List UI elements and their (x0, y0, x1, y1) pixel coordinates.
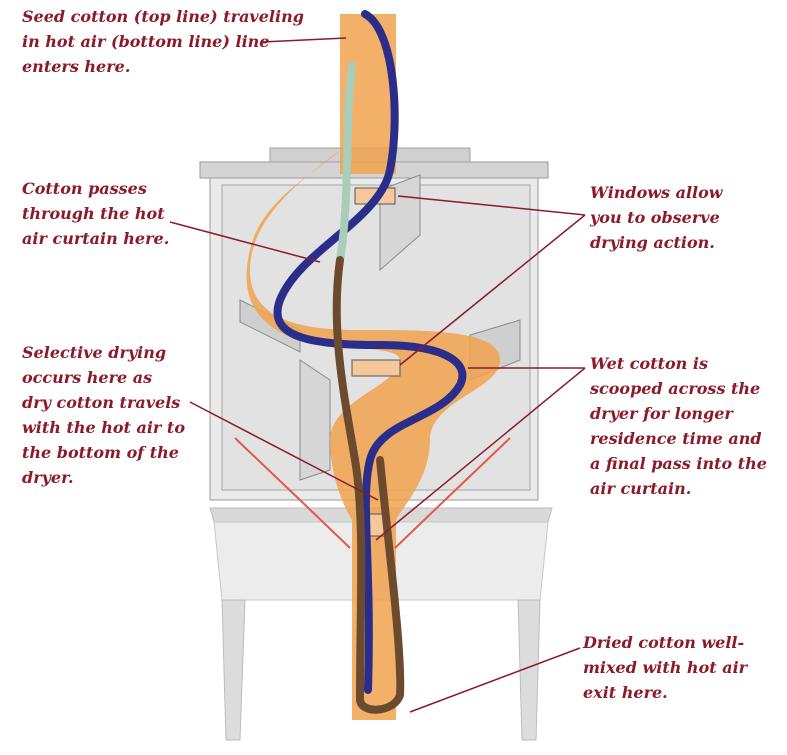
leader-lines (169, 37, 586, 713)
callout-wet: Wet cotton is scooped across the dryer f… (590, 354, 767, 498)
callout-windows: Windows allow you to observe drying acti… (590, 183, 723, 252)
air-curtain-frame (234, 437, 511, 549)
callout-curtain: Cotton passes through the hot air curtai… (22, 179, 170, 248)
callout-selective: Selective drying occurs here as dry cott… (22, 343, 185, 487)
callout-entry: Seed cotton (top line) traveling in hot … (22, 7, 304, 76)
dried-cotton-line (332, 256, 405, 714)
callout-exit: Dried cotton well- mixed with hot air ex… (583, 633, 748, 702)
dryer-stand (209, 507, 553, 741)
seed-cotton-line (273, 10, 467, 694)
hot-air-line (336, 62, 356, 264)
